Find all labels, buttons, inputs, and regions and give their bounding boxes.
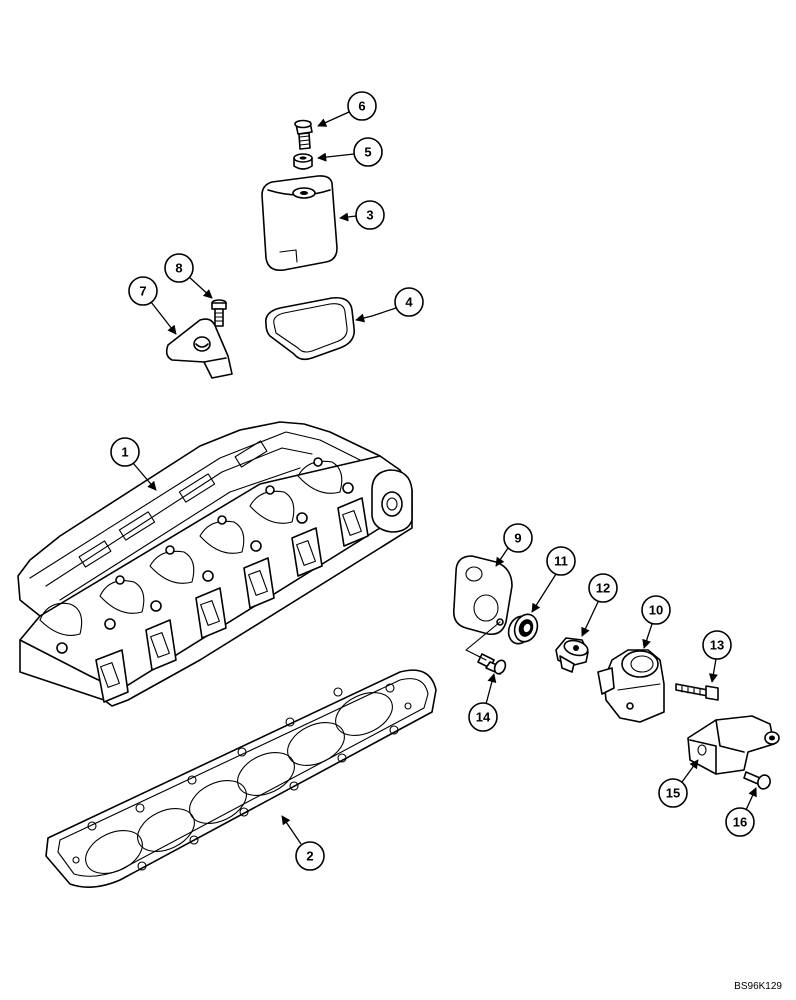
part-4-gasket: [264, 296, 356, 361]
callout-13: 13: [702, 630, 732, 683]
callout-12: 12: [581, 573, 618, 637]
part-6-bolt: [294, 119, 313, 150]
callout-16: 16: [725, 787, 757, 837]
callout-10-label: 10: [649, 603, 663, 618]
callout-2-label: 2: [306, 849, 313, 864]
callout-11-label: 11: [554, 554, 568, 569]
callout-10: 10: [641, 595, 671, 649]
callout-14-label: 14: [476, 710, 491, 725]
callout-6: 6: [317, 91, 377, 127]
callout-13-label: 13: [710, 638, 724, 653]
callout-5-label: 5: [364, 145, 371, 160]
part-3-cover: [261, 175, 338, 272]
part-5-grommet: [293, 153, 313, 170]
part-13-bolt: [675, 683, 719, 701]
part-15-bracket: [687, 715, 780, 775]
reference-code: BS96K129: [734, 981, 782, 992]
callout-11: 11: [531, 546, 576, 613]
callout-3-label: 3: [366, 208, 373, 223]
callout-7-label: 7: [139, 284, 146, 299]
part-12-thermostat: [555, 637, 589, 673]
callout-8: 8: [164, 253, 213, 299]
part-9-gasket-plate: [452, 555, 513, 636]
part-11-seal: [507, 613, 539, 645]
callout-3: 3: [339, 200, 385, 230]
part-16-bolt: [743, 771, 771, 790]
callout-15-label: 15: [666, 786, 680, 801]
callout-1-label: 1: [121, 445, 128, 460]
callout-8-label: 8: [175, 261, 182, 276]
callout-4: 4: [355, 287, 424, 323]
callout-16-label: 16: [733, 815, 747, 830]
part-8-bolt: [211, 299, 227, 327]
callout-5: 5: [317, 137, 383, 167]
callout-2: 2: [281, 815, 325, 871]
callout-4-label: 4: [405, 295, 413, 310]
callout-9: 9: [495, 523, 533, 567]
part-7-bracket: [165, 318, 233, 379]
part-9-leader-line: [465, 621, 501, 661]
part-1-cylinder-head: [17, 421, 413, 707]
callout-12-label: 12: [596, 581, 610, 596]
callout-14: 14: [468, 673, 498, 732]
callout-15: 15: [658, 759, 699, 808]
callout-9-label: 9: [514, 531, 521, 546]
part-10-housing: [597, 649, 665, 723]
part-14-bolt: [477, 653, 507, 675]
part-2-head-gasket: [45, 669, 437, 888]
callout-1: 1: [110, 437, 157, 491]
callout-6-label: 6: [358, 99, 365, 114]
callout-7: 7: [128, 276, 177, 335]
